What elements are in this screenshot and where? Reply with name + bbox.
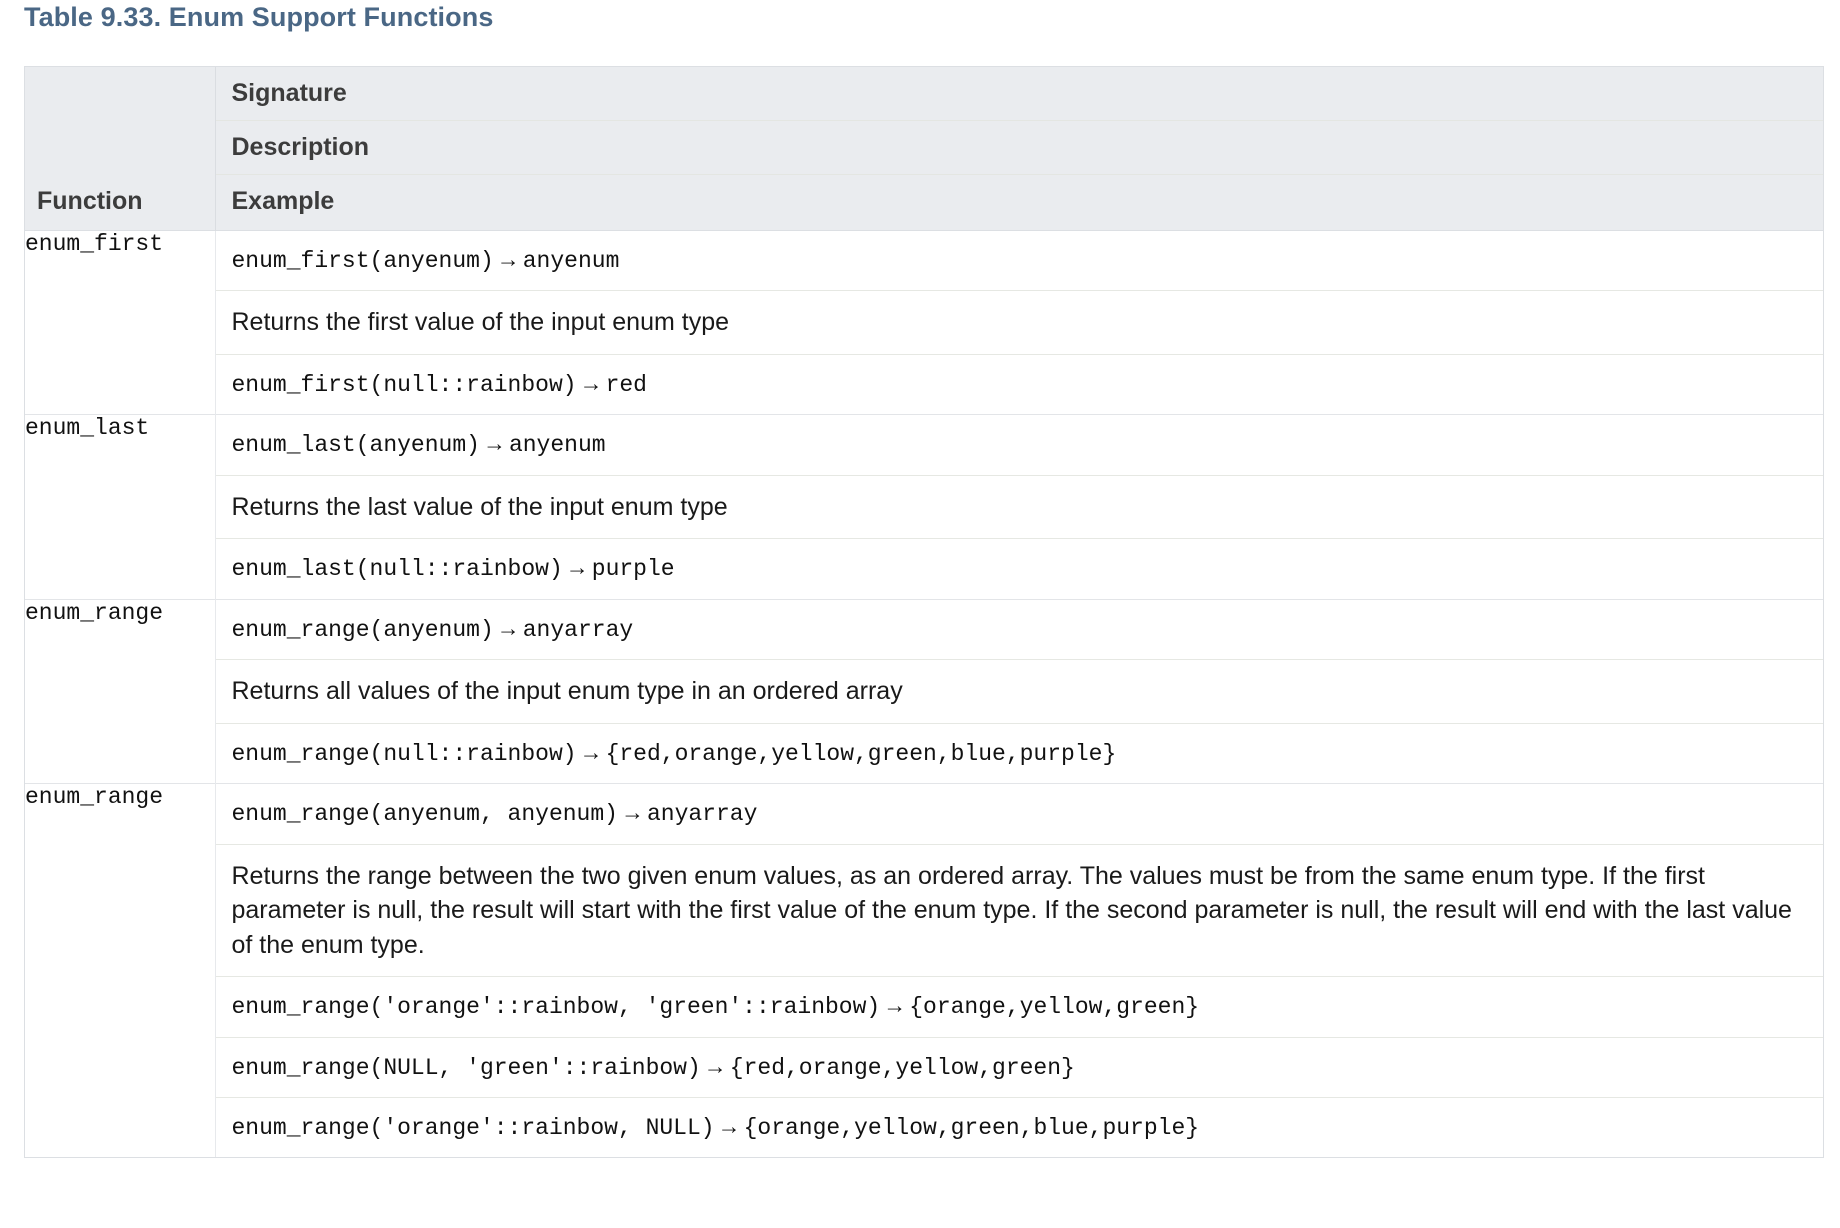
example-call: enum_range(NULL, 'green'::rainbow) <box>231 1054 701 1081</box>
arrow-icon: → <box>883 992 907 1019</box>
example-call: enum_range('orange'::rainbow, 'green'::r… <box>231 994 881 1021</box>
column-header-signature: Signature <box>215 67 1823 121</box>
example-call: enum_first(null::rainbow) <box>231 371 577 398</box>
arrow-icon: → <box>579 369 603 396</box>
signature-return-type: anyenum <box>508 432 606 459</box>
arrow-icon: → <box>496 246 520 272</box>
signature-row: enum_last(anyenum)→anyenum <box>215 415 1823 476</box>
example-result: {orange,yellow,green,blue,purple} <box>743 1114 1200 1141</box>
description-row: Returns all values of the input enum typ… <box>215 660 1823 724</box>
example-result: {red,orange,yellow,green} <box>729 1054 1075 1081</box>
page-title: Table 9.33. Enum Support Functions <box>24 2 494 32</box>
example-call: enum_range(null::rainbow) <box>231 740 577 767</box>
description-row: Returns the first value of the input enu… <box>215 291 1823 355</box>
arrow-icon: → <box>717 1112 741 1139</box>
table-header-row: Function Signature Description Example <box>25 67 1823 231</box>
example-call: enum_last(null::rainbow) <box>231 556 563 583</box>
example-call: enum_range('orange'::rainbow, NULL) <box>231 1114 715 1141</box>
signature-row: enum_range(anyenum, anyenum)→anyarray <box>215 784 1823 845</box>
arrow-icon: → <box>565 554 589 581</box>
example-row: enum_range('orange'::rainbow, 'green'::r… <box>215 977 1823 1038</box>
signature-return-type: anyenum <box>522 248 620 274</box>
function-name-cell: enum_last <box>25 414 216 600</box>
example-result: purple <box>591 556 675 583</box>
arrow-icon: → <box>496 614 520 641</box>
signature-call: enum_range(anyenum) <box>231 616 494 643</box>
example-result: {orange,yellow,green} <box>909 994 1200 1021</box>
description-row: Returns the range between the two given … <box>215 845 1823 978</box>
function-name-cell: enum_range <box>25 783 216 1158</box>
signature-call: enum_range(anyenum, anyenum) <box>231 801 618 828</box>
example-row: enum_range(NULL, 'green'::rainbow)→{red,… <box>215 1038 1823 1098</box>
enum-support-functions-table: Function Signature Description Example e… <box>24 66 1824 1159</box>
signature-return-type: anyarray <box>646 801 758 828</box>
example-row: enum_range('orange'::rainbow, NULL)→{ora… <box>216 1098 1824 1157</box>
example-row: enum_last(null::rainbow)→purple <box>216 539 1824 598</box>
arrow-icon: → <box>703 1052 727 1079</box>
example-row: enum_range(null::rainbow)→{red,orange,ye… <box>216 724 1824 783</box>
arrow-icon: → <box>482 430 506 457</box>
signature-call: enum_last(anyenum) <box>231 432 480 459</box>
function-name-cell: enum_range <box>25 598 216 784</box>
description-row: Returns the last value of the input enum… <box>215 476 1823 540</box>
example-row: enum_first(null::rainbow)→red <box>216 355 1824 414</box>
example-result: {red,orange,yellow,green,blue,purple} <box>605 740 1117 767</box>
column-header-description: Description <box>215 121 1823 175</box>
function-name-cell: enum_first <box>25 229 216 415</box>
column-header-example: Example <box>231 187 335 215</box>
signature-call: enum_first(anyenum) <box>231 248 494 274</box>
arrow-icon: → <box>620 799 644 826</box>
example-result: red <box>605 371 647 398</box>
table-header: Function Signature Description Example <box>25 67 1823 231</box>
signature-row: enum_range(anyenum)→anyarray <box>215 600 1823 661</box>
functions-table: Function Signature Description Example e… <box>25 67 1824 1158</box>
header-stack: Signature Description Example <box>215 67 1823 230</box>
signature-return-type: anyarray <box>522 616 634 643</box>
signature-row: enum_first(anyenum)→anyenum <box>215 231 1823 292</box>
column-header-group: Signature Description Example <box>215 67 1823 231</box>
arrow-icon: → <box>579 738 603 765</box>
column-header-function: Function <box>25 67 216 231</box>
